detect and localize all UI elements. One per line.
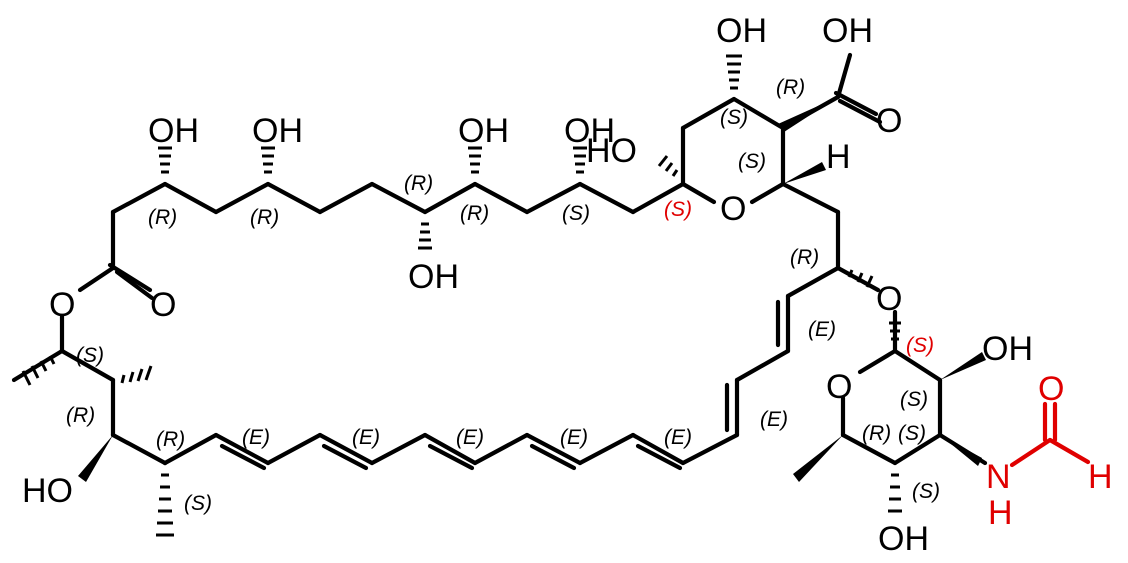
formamide-bonds (1009, 401, 1091, 468)
stereo-e-6: (E) (560, 426, 588, 449)
o-ester-label: O (49, 286, 75, 324)
stereo-r-c2: (R) (250, 206, 279, 229)
stereo-s-left-1: (S) (76, 344, 104, 367)
stereo-s-ring-lower: (S) (738, 150, 766, 173)
o-ring-label: O (720, 190, 746, 228)
stereo-s-sugar-5: (S) (912, 480, 940, 503)
stereo-s-sugar-2: (S) (900, 388, 928, 411)
stereo-e-7: (E) (664, 426, 692, 449)
left-hashes (21, 355, 174, 537)
stereo-r-left-3: (R) (156, 428, 185, 451)
stereo-r-c4-top: (R) (404, 172, 433, 195)
stereo-r-acid: (R) (776, 76, 805, 99)
stereo-e-2: (E) (760, 408, 788, 431)
ho-hemiketal-label: HO (586, 132, 637, 170)
stereo-s-anomeric: (S) (906, 334, 934, 357)
oh-c5-label: OH (408, 258, 459, 296)
stereo-s-hemiketal: (S) (664, 198, 692, 221)
atom-labels: OH OH O H HO O OH OH OH OH OH O O O O OH… (22, 12, 1113, 558)
stereo-r-c1: (R) (148, 206, 177, 229)
o-acid-carbonyl-label: O (876, 102, 902, 140)
stereo-e-3: (E) (242, 426, 270, 449)
oh-acid-label: OH (822, 12, 873, 50)
polyol-hashes (158, 146, 587, 250)
stereo-e-5: (E) (456, 426, 484, 449)
oh-ring-top-label: OH (716, 12, 767, 50)
ho-wedge (78, 435, 113, 482)
stereo-r-left-2: (R) (66, 404, 95, 427)
left-chain-bonds (11, 265, 841, 471)
sugar-hashes (847, 269, 902, 513)
stereo-s-sugar-3: (S) (898, 422, 926, 445)
top-ring-hashes (657, 54, 742, 177)
o-glycoside-label: O (876, 280, 902, 318)
oh-c1-label: OH (148, 112, 199, 150)
o-sugar-ring-label: O (826, 368, 852, 406)
polyol-chain-bonds (59, 181, 636, 354)
o-ester-carbonyl-label: O (150, 286, 176, 324)
stereo-s-c5: (S) (562, 202, 590, 225)
n-wedge (940, 435, 982, 466)
acid-wedge (778, 97, 838, 132)
oh-c2-label: OH (252, 112, 303, 150)
oh-c3-label: OH (458, 112, 509, 150)
methyl-wedge (793, 435, 843, 482)
stereo-s-ring-upper: (S) (720, 106, 748, 129)
h-ring-label: H (826, 138, 851, 176)
h-formyl-label: H (1088, 458, 1113, 496)
h-formamide-label: H (988, 494, 1013, 532)
stereo-r-glyco: (R) (790, 246, 819, 269)
o-formyl-label: O (1038, 370, 1064, 408)
stereo-r-c4: (R) (460, 202, 489, 225)
stereo-s-left-4: (S) (184, 492, 212, 515)
h-wedge (783, 162, 826, 184)
oh-wedge (940, 352, 986, 380)
stereo-e-4: (E) (352, 426, 380, 449)
oh-sugar-bottom-label: OH (878, 520, 929, 558)
ho-left-label: HO (22, 472, 73, 510)
stereo-r-sugar-4: (R) (862, 422, 891, 445)
n-formamide-label: N (986, 458, 1011, 496)
top-ring-bonds (630, 52, 883, 271)
stereo-e-1: (E) (808, 318, 836, 341)
oh-sugar-label: OH (982, 330, 1033, 368)
stereo-labels: (R) (S) (S) (S) (R) (R) (R) (R) (S) (R) … (66, 76, 940, 515)
oh-c4-label: OH (564, 112, 615, 150)
